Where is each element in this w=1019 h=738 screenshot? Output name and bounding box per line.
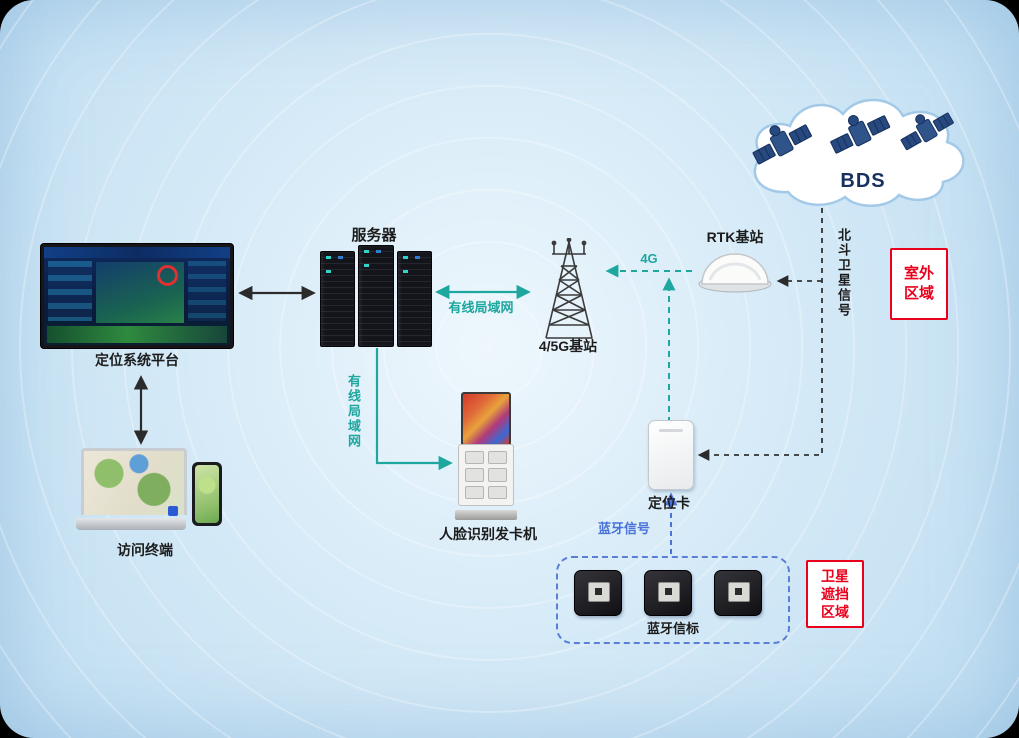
rtk-dome-icon	[698, 253, 772, 293]
kiosk-label: 人脸识别发卡机	[439, 526, 537, 542]
dashboard-header	[44, 247, 230, 258]
server-icon	[320, 245, 432, 347]
dashboard-gauge	[157, 265, 178, 286]
card-kiosk-icon	[455, 392, 517, 520]
kiosk-card-slots	[458, 444, 514, 506]
platform-dashboard	[44, 247, 230, 345]
server-rack	[358, 245, 394, 347]
laptop-logo	[168, 506, 178, 516]
satellite-icon	[900, 112, 954, 151]
dashboard-right-panel	[188, 261, 226, 321]
dashboard-map-strip	[47, 326, 227, 343]
bluetooth-beacon-icon	[574, 570, 622, 616]
laptop-icon	[76, 448, 187, 530]
laptop-screen	[81, 448, 187, 515]
phone-screen	[195, 465, 219, 523]
server-label: 服务器	[351, 227, 397, 244]
server-rack	[320, 251, 356, 347]
satellite-icon	[752, 124, 812, 165]
bluetooth-signal-label: 蓝牙信号	[597, 521, 650, 536]
card-label: 定位卡	[648, 495, 690, 511]
outdoor-zone-box: 室外 区域	[890, 248, 948, 320]
beacon-group-box: 蓝牙信标	[556, 556, 790, 644]
tower-label: 4/5G基站	[538, 338, 598, 354]
blocked-zone-box: 卫星 遮挡 区域	[806, 560, 864, 628]
lan-horizontal-label: 有线局域网	[448, 300, 514, 315]
cell-tower-icon	[545, 238, 593, 339]
bluetooth-beacon-icon	[714, 570, 762, 616]
beacon-face	[658, 582, 680, 602]
rtk-label: RTK基站	[706, 229, 764, 245]
terminal-label: 访问终端	[117, 542, 173, 558]
laptop-base	[76, 518, 186, 530]
kiosk-base	[455, 510, 517, 520]
platform-monitor-icon	[40, 243, 234, 349]
server-rack	[396, 251, 432, 347]
beacon-face	[728, 582, 750, 602]
bluetooth-beacon-icon	[644, 570, 692, 616]
platform-label: 定位系统平台	[95, 352, 179, 368]
lan-vertical-label: 有线局域网	[346, 373, 361, 449]
beacons-label: 蓝牙信标	[646, 621, 699, 636]
4g-label: 4G	[640, 251, 658, 266]
kiosk-screen	[461, 392, 511, 446]
satellite-icon	[830, 115, 891, 154]
dashboard-left-panel	[48, 261, 92, 321]
phone-icon	[192, 462, 222, 526]
bds-label: BDS	[840, 170, 886, 192]
positioning-card-icon	[648, 420, 694, 490]
beidou-signal-label: 北斗卫星信号	[836, 228, 851, 318]
beacon-face	[588, 582, 610, 602]
